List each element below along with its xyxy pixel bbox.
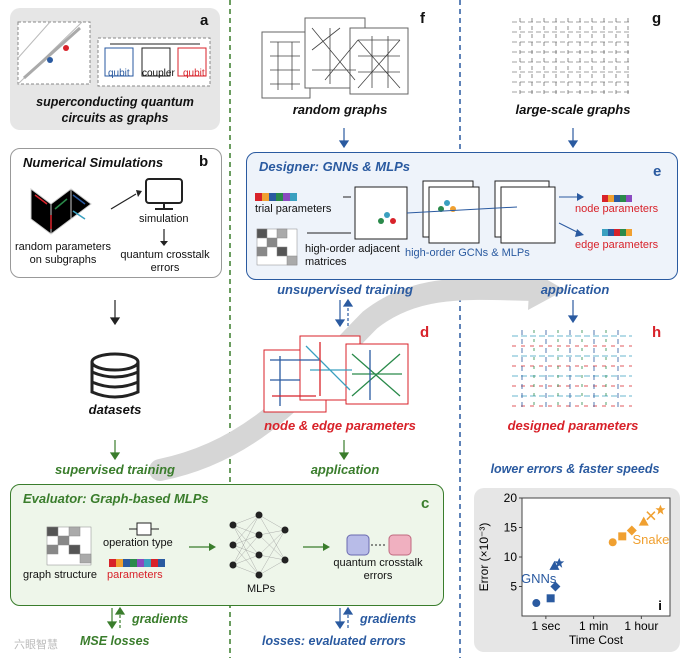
panel-b-title: Numerical Simulations xyxy=(23,155,164,170)
supervised-training-label: supervised training xyxy=(55,462,175,477)
y-tick-label: 15 xyxy=(504,521,518,535)
lower-errors-label: lower errors & faster speeds xyxy=(490,462,660,476)
gcn-label: high-order GCNs & MLPs xyxy=(405,247,530,259)
edge-params-bar xyxy=(602,229,632,236)
datasets-label: datasets xyxy=(88,402,142,417)
node-params-bar xyxy=(602,195,632,202)
node-edge-params-caption: node & edge parameters xyxy=(264,418,416,433)
graph-structure-matrix xyxy=(46,526,92,566)
panel-letter-c: c xyxy=(421,495,430,512)
data-point-square xyxy=(618,532,627,541)
chart-plot-area xyxy=(521,497,671,617)
data-point-circle xyxy=(608,538,617,547)
gradients-left-label: gradients xyxy=(132,612,189,626)
data-point-star xyxy=(554,557,565,568)
qubit-left-label: qubit xyxy=(108,68,130,79)
data-point-triangle xyxy=(638,516,649,526)
panel-e-title: Designer: GNNs & MLPs xyxy=(259,159,410,174)
panel-a: a qubit coupler qubit superconducting qu… xyxy=(10,8,220,130)
panel-a-caption: superconducting quantum circuits as grap… xyxy=(36,95,194,125)
panel-letter-i: i xyxy=(658,598,662,613)
series-label-snake: Snake xyxy=(632,532,669,547)
random-graphs-caption: random graphs xyxy=(292,102,388,117)
data-point-triangle xyxy=(549,560,560,570)
graph-structure-label: graph structure xyxy=(23,569,97,581)
panel-letter-e: e xyxy=(653,163,662,180)
data-point-cross xyxy=(646,511,656,521)
y-axis-label: Error (×10⁻³) xyxy=(477,523,491,592)
node-params-label: node parameters xyxy=(575,203,659,215)
data-point-diamond xyxy=(626,525,637,536)
mlps-label: MLPs xyxy=(247,583,276,595)
trial-params-label: trial parameters xyxy=(255,203,332,215)
y-tick-label: 10 xyxy=(504,550,518,564)
panel-c-title: Evaluator: Graph-based MLPs xyxy=(23,491,209,506)
designed-params-caption: designed parameters xyxy=(507,418,639,433)
x-tick-label: 1 hour xyxy=(624,619,658,633)
panel-letter-d: d xyxy=(420,324,430,341)
coupler-label: coupler xyxy=(142,68,175,79)
designer-graphic xyxy=(255,180,632,266)
simulation-label: simulation xyxy=(139,213,189,225)
x-tick-label: 1 sec xyxy=(532,619,561,633)
evaluator-graphic xyxy=(46,511,412,579)
high-order-label: high-order adjacent matrices xyxy=(305,243,400,268)
adjacency-matrix xyxy=(256,228,298,266)
panel-letter-b: b xyxy=(199,153,209,170)
gradients-right-label: gradients xyxy=(360,612,417,626)
trial-params-bar xyxy=(255,193,297,201)
y-tick-label: 5 xyxy=(510,580,517,594)
data-point-square xyxy=(546,594,555,603)
unsupervised-training-label: unsupervised training xyxy=(277,282,413,297)
application-top-label: application xyxy=(540,282,610,297)
simulation-graphic xyxy=(30,178,183,246)
series-label-gnns: GNNs xyxy=(521,571,557,586)
losses-eval-label: losses: evaluated errors xyxy=(262,634,406,648)
y-tick-label: 20 xyxy=(504,491,518,505)
x-axis-label: Time Cost xyxy=(569,633,624,647)
qubit-right-label: qubit xyxy=(183,68,205,79)
mlp-network xyxy=(232,514,286,576)
panel-letter-h: h xyxy=(652,324,662,341)
panel-letter-g: g xyxy=(652,10,662,27)
data-point-circle xyxy=(532,599,541,608)
panel-b: Numerical Simulations b simulation rando… xyxy=(10,148,222,278)
database-icon xyxy=(90,352,140,399)
parameters-label: parameters xyxy=(107,569,163,581)
panel-letter-f: f xyxy=(420,10,425,27)
edge-params-label: edge parameters xyxy=(575,239,659,251)
parameters-bar xyxy=(109,559,165,567)
panel-c: Evaluator: Graph-based MLPs c o xyxy=(10,484,444,606)
application-mid-label: application xyxy=(310,462,380,477)
panel-letter-a: a xyxy=(200,12,209,29)
panel-e: Designer: GNNs & MLPs e xyxy=(246,152,678,280)
data-point-diamond xyxy=(550,581,561,592)
crosstalk-errors-c-label: quantum crosstalk errors xyxy=(333,557,423,582)
operation-type-label: operation type xyxy=(103,537,173,549)
large-scale-graphs-caption: large-scale graphs xyxy=(515,102,631,117)
data-point-star xyxy=(655,504,666,515)
random-params-label: random parameters on subgraphs xyxy=(15,241,111,266)
circuit-graphic xyxy=(17,21,211,87)
x-tick-label: 1 min xyxy=(579,619,608,633)
crosstalk-errors-label: quantum crosstalk errors xyxy=(120,249,210,274)
mse-losses-label: MSE losses xyxy=(80,634,150,648)
watermark: 六眼智慧 xyxy=(14,639,58,651)
